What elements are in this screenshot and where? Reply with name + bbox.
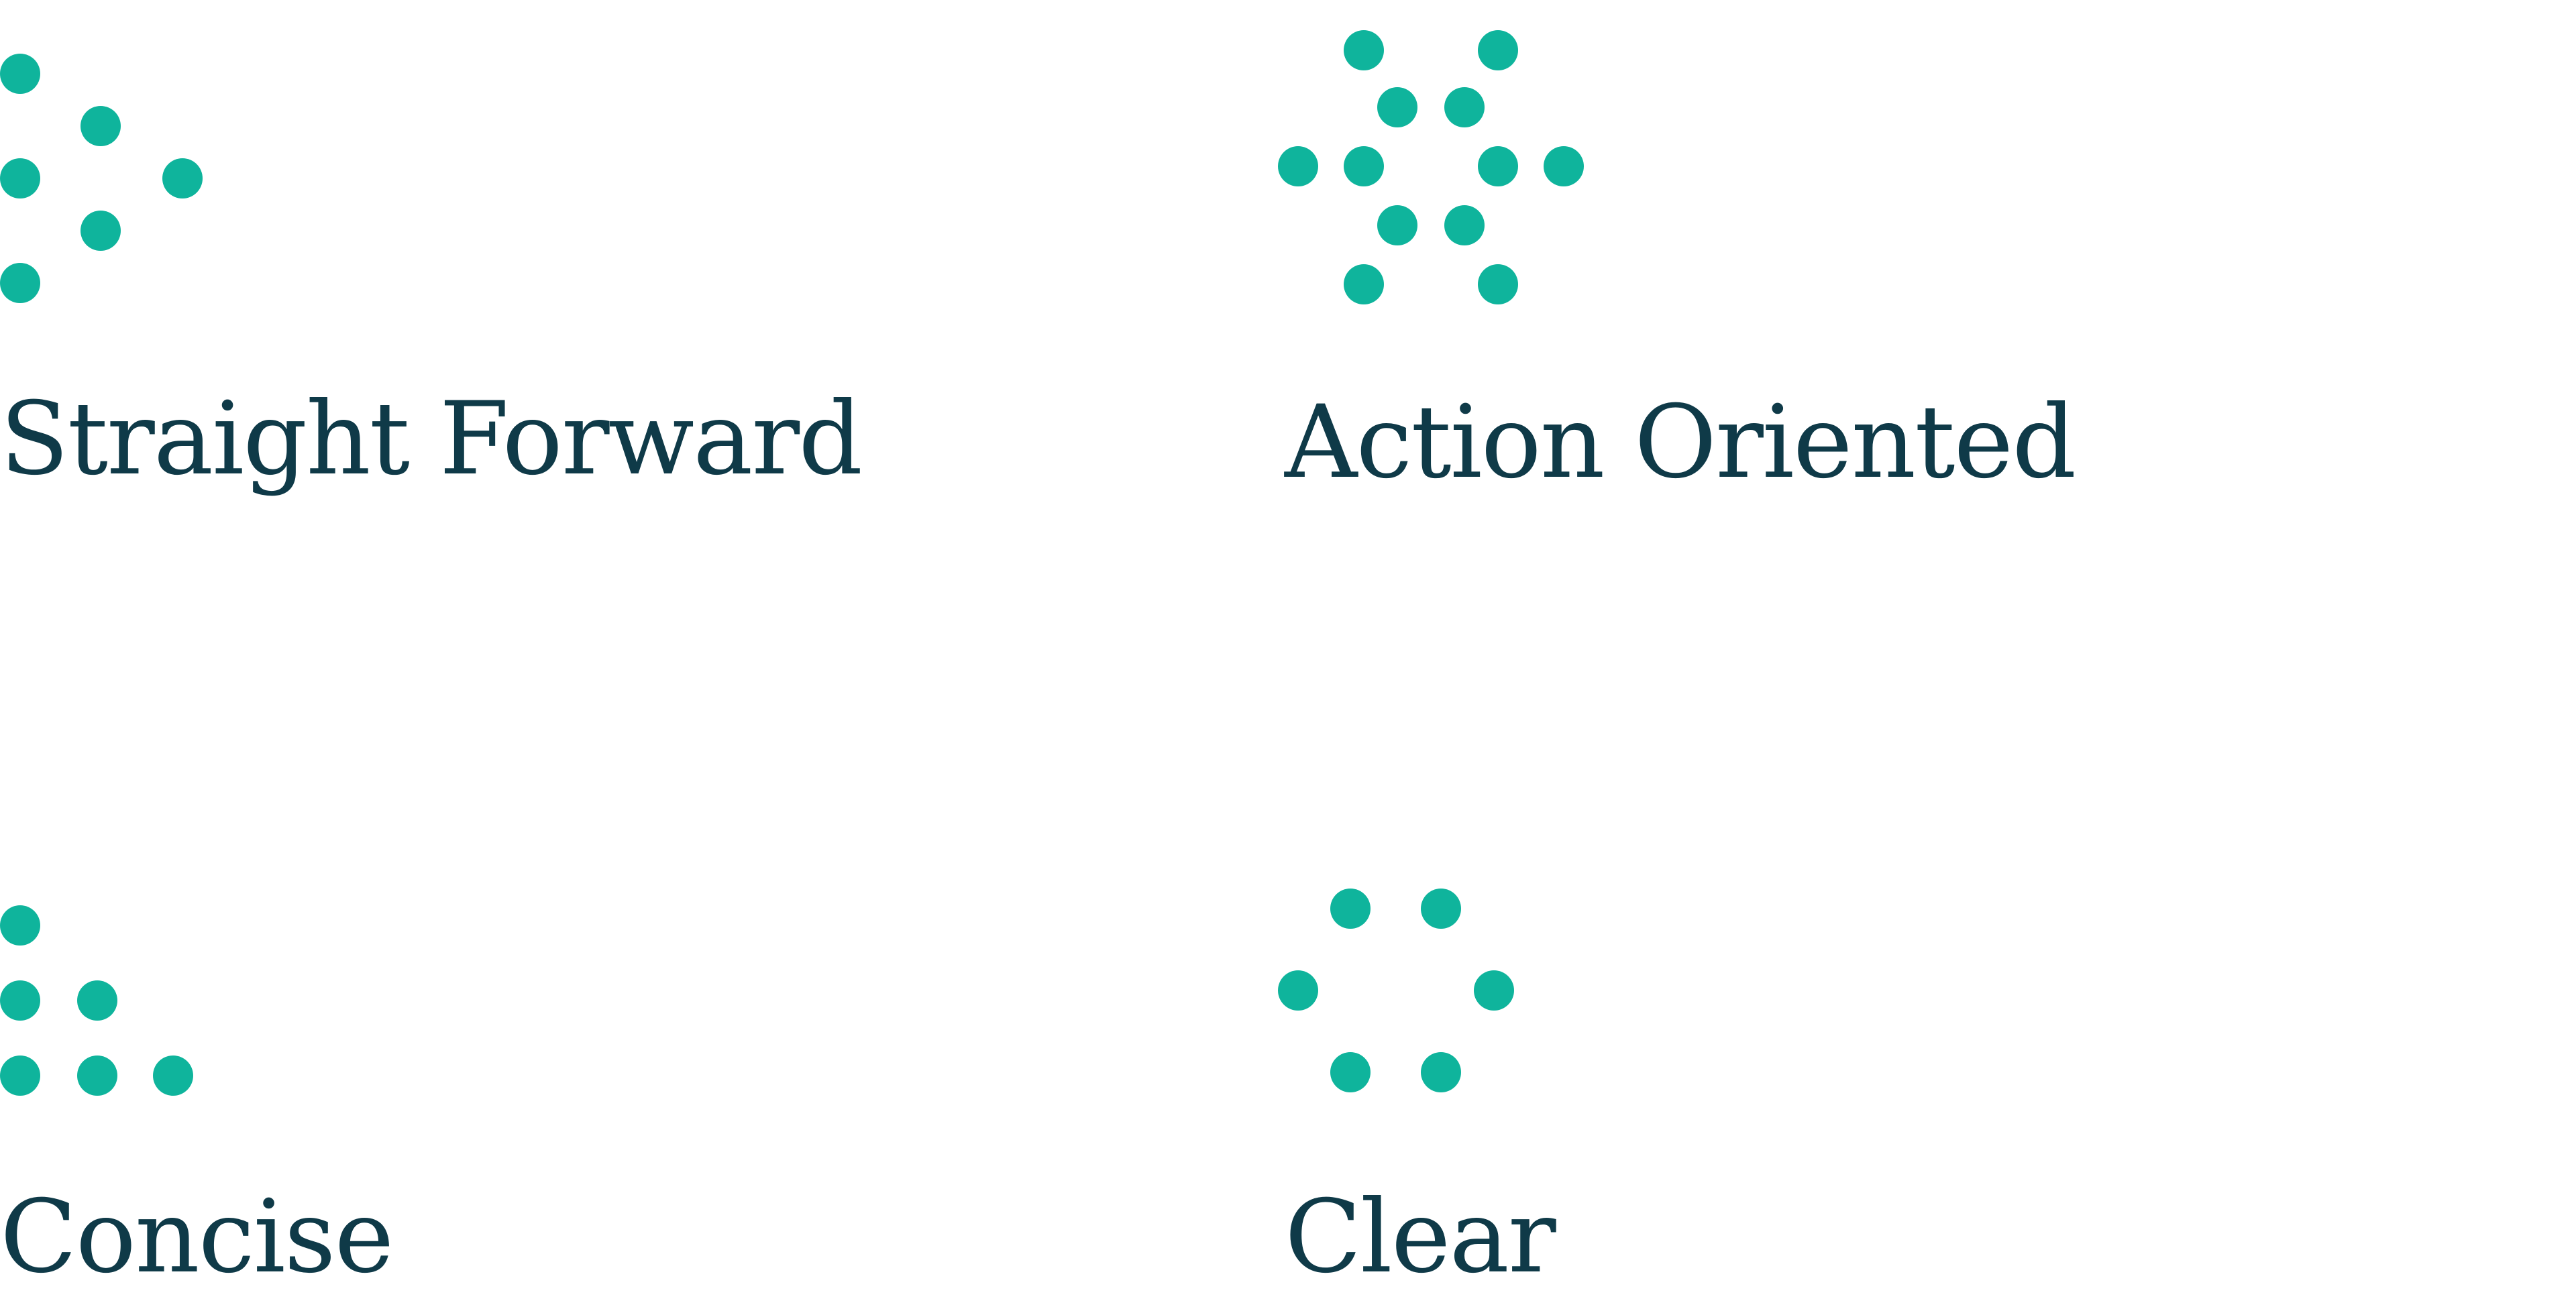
- hexagon-dots-icon: [1278, 889, 1514, 1092]
- principle-label-straight-forward: Straight Forward: [0, 381, 863, 498]
- principle-label-concise: Concise: [0, 1179, 394, 1296]
- burst-dots-icon: [1278, 30, 1584, 304]
- principle-label-clear: Clear: [1285, 1179, 1556, 1296]
- arrow-dots-icon: [0, 54, 203, 303]
- triangle-dots-icon: [0, 905, 193, 1096]
- principle-label-action-oriented: Action Oriented: [1285, 384, 2076, 501]
